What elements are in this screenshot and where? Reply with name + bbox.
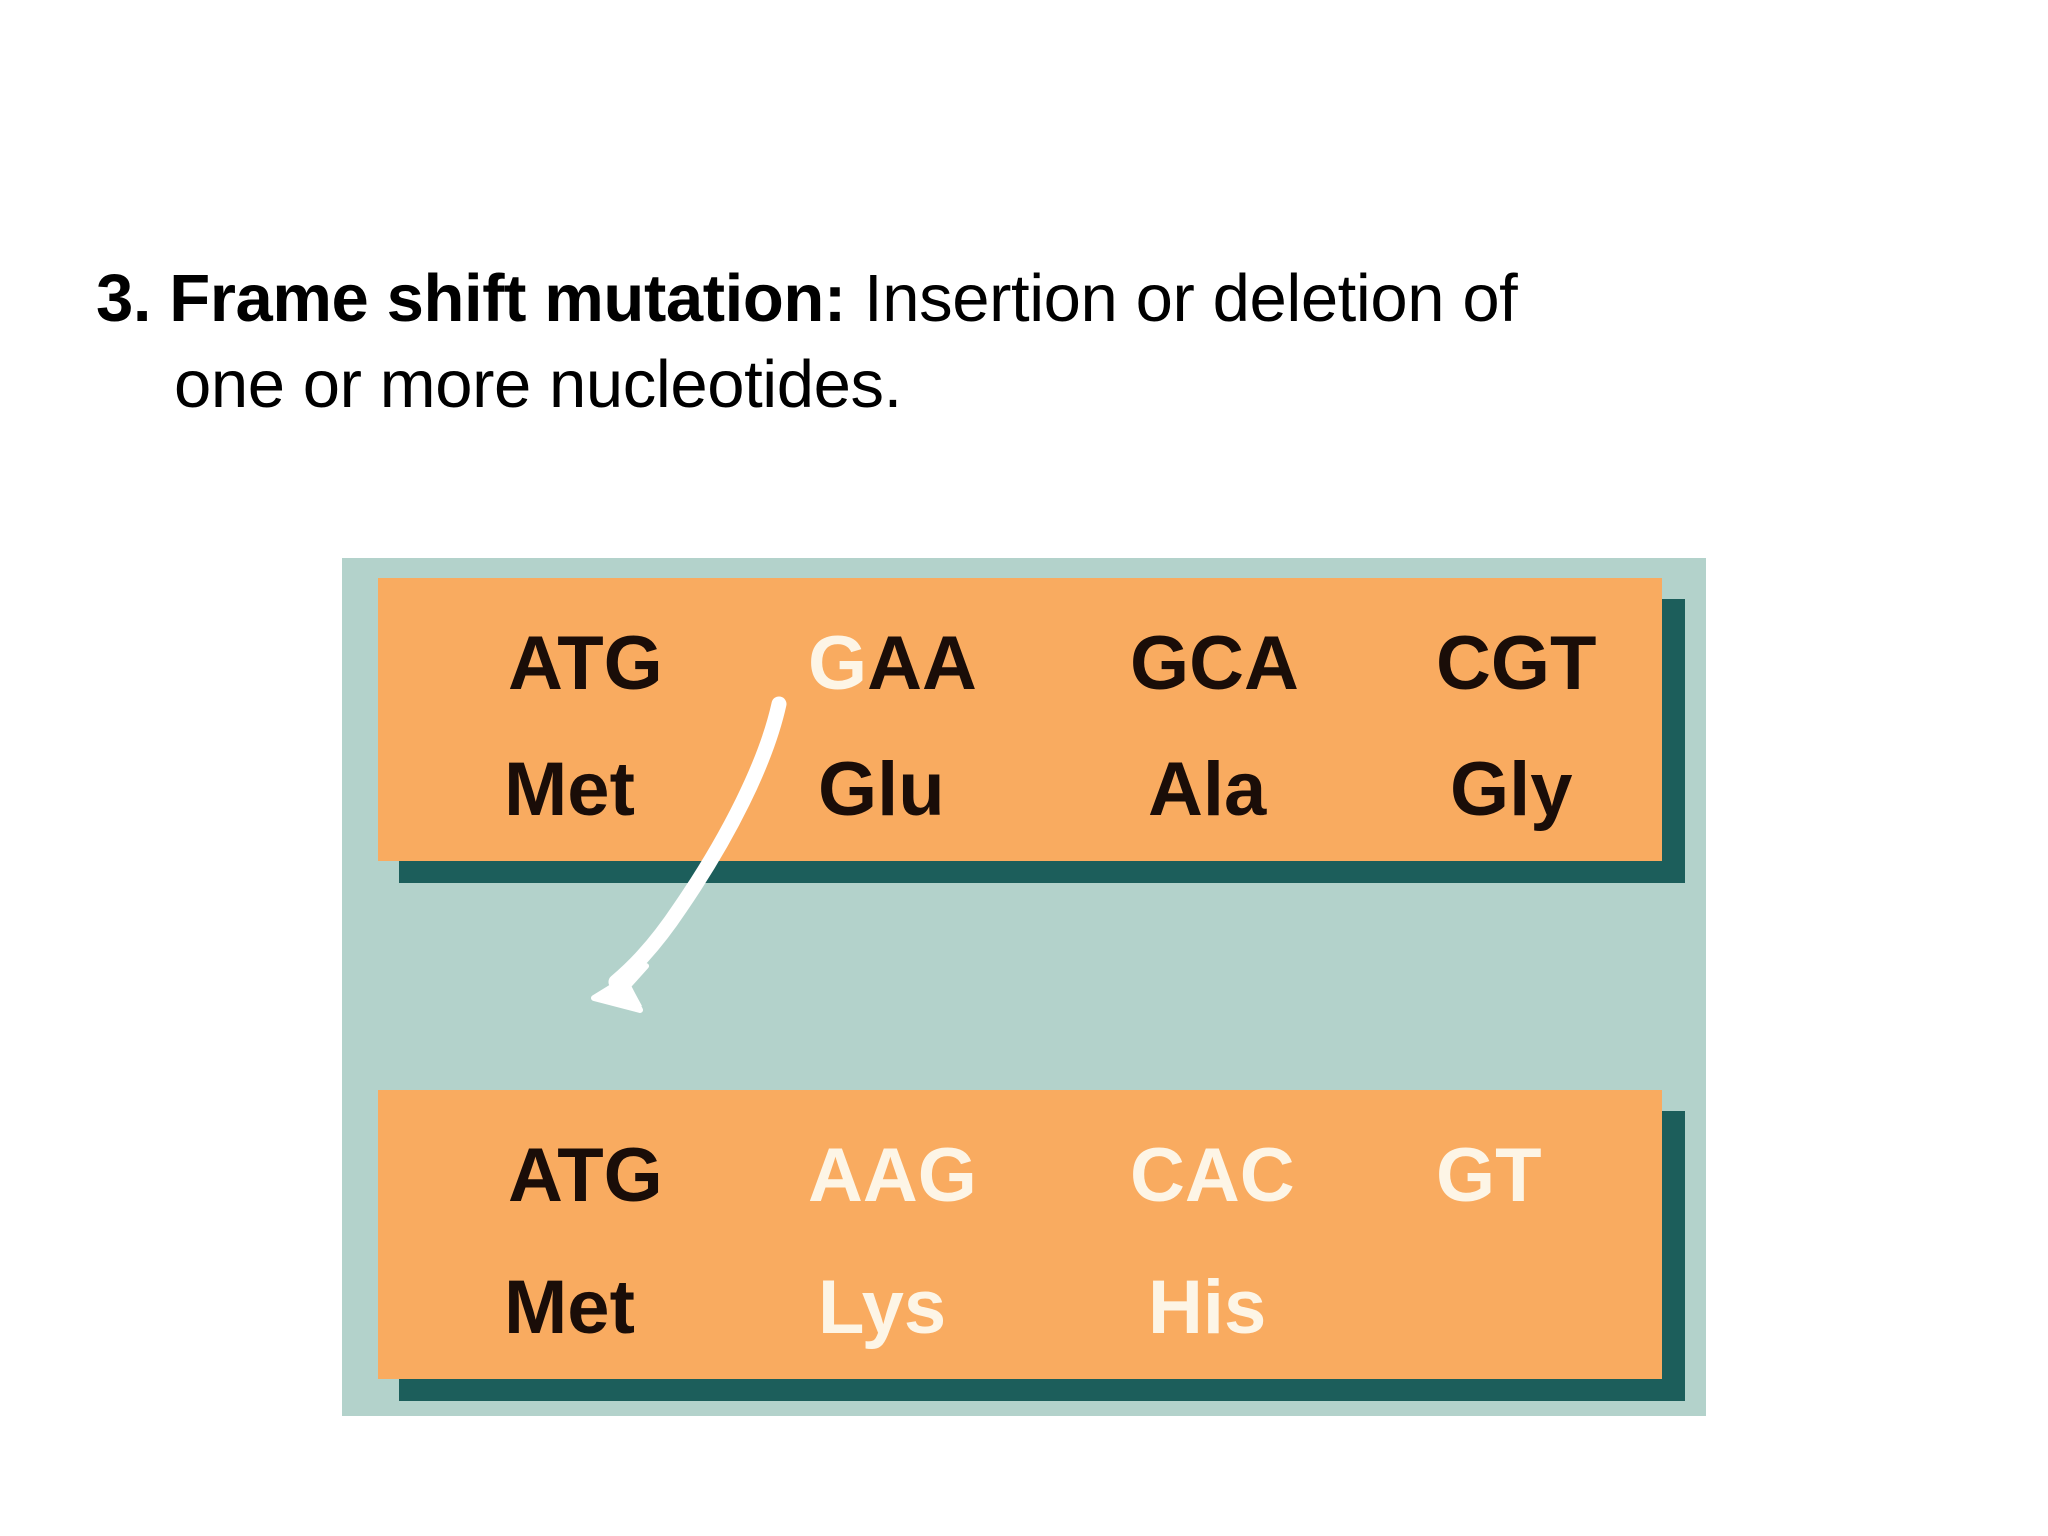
bottom-panel-right-shadow (1662, 1111, 1685, 1400)
heading-mutation-term: 3. Frame shift mutation: (96, 261, 846, 336)
original-amino-acid-4: Gly (1450, 747, 1573, 832)
original-codon-1: ATG (508, 621, 663, 706)
original-codon-row: ATG GAA GCA CGT (378, 616, 1662, 712)
original-codon-2: GAA (808, 616, 977, 712)
top-panel-right-shadow (1662, 599, 1685, 882)
original-codon-4: CGT (1436, 621, 1597, 706)
shifted-codon-2: AAG (808, 1133, 977, 1218)
shifted-amino-acid-2: Lys (818, 1265, 947, 1350)
shifted-amino-acid-row: Met Lys His (378, 1260, 1662, 1356)
original-amino-acid-row: Met Glu Ala Gly (378, 742, 1662, 838)
heading-definition: Insertion or deletion of (845, 261, 1518, 336)
original-amino-acid-1: Met (504, 747, 635, 832)
shifted-codon-3: CAC (1130, 1133, 1295, 1218)
bottom-panel-bottom-shadow (399, 1379, 1685, 1401)
heading-line-two: one or more nucleotides. (174, 346, 902, 422)
inserted-base-highlight: G (808, 621, 868, 706)
shifted-sequence-panel: ATG AAG CAC GT Met Lys His (378, 1090, 1662, 1379)
shifted-amino-acid-3: His (1148, 1265, 1267, 1350)
original-sequence-panel: ATG GAA GCA CGT Met Glu Ala Gly (378, 578, 1662, 861)
page-title: 3. Frame shift mutation: Insertion or de… (96, 256, 1966, 428)
shifted-amino-acid-1: Met (504, 1265, 635, 1350)
original-amino-acid-2: Glu (818, 747, 945, 832)
shifted-codon-row: ATG AAG CAC GT (378, 1128, 1662, 1224)
original-codon-2-rest: AA (867, 621, 977, 706)
shifted-codon-4: GT (1436, 1133, 1542, 1218)
original-codon-3: GCA (1130, 621, 1299, 706)
original-amino-acid-3: Ala (1148, 747, 1267, 832)
top-panel-bottom-shadow (399, 861, 1685, 883)
frame-shift-mutation-diagram: ATG GAA GCA CGT Met Glu Ala Gly ATG AAG … (342, 558, 1706, 1416)
shifted-codon-1: ATG (508, 1133, 663, 1218)
